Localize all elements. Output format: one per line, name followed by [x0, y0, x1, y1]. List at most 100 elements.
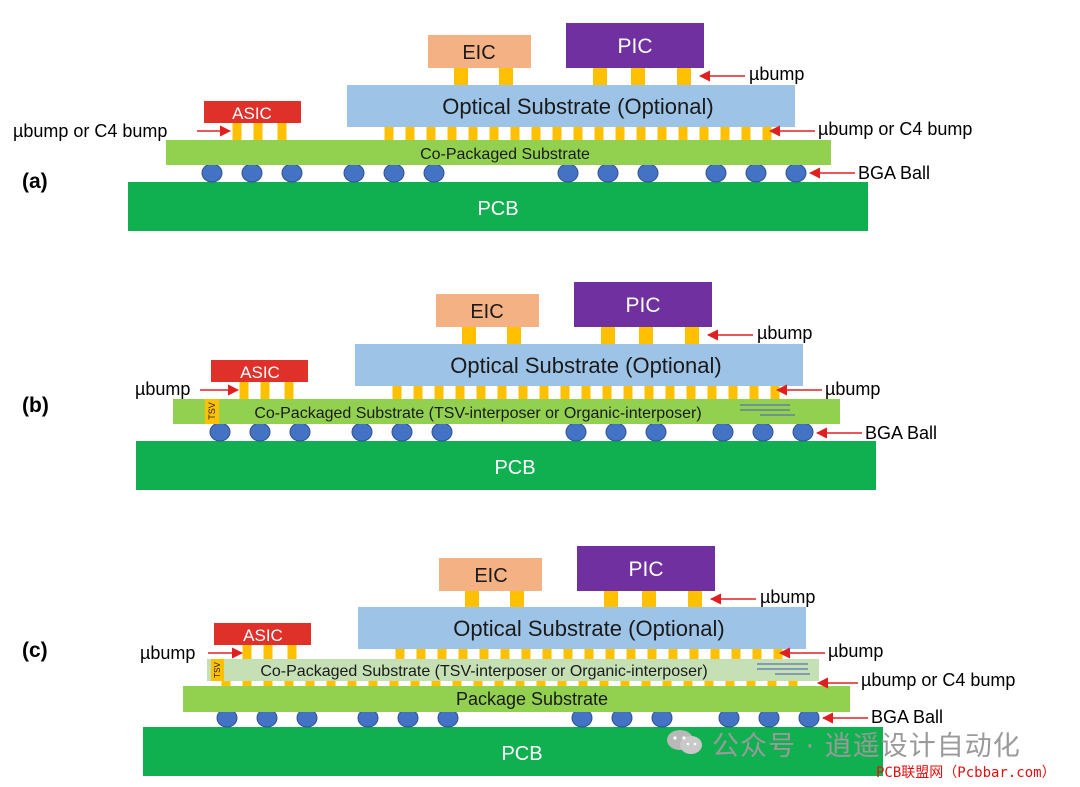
microbump	[253, 123, 263, 140]
bga-ball	[343, 163, 365, 183]
microbump	[615, 127, 625, 140]
package-substrate-label: Package Substrate	[456, 689, 608, 709]
microbump	[458, 649, 468, 659]
microbump	[581, 386, 591, 399]
microbump	[437, 649, 447, 659]
bga-ball	[423, 163, 445, 183]
microbump	[689, 649, 699, 659]
bga-ball	[785, 163, 807, 183]
c4-bump	[725, 681, 735, 686]
bga-ball	[637, 163, 659, 183]
watermark-site: PCB联盟网（Pcbbar.com）	[876, 765, 1056, 781]
microbump	[510, 127, 520, 140]
microbump	[395, 649, 405, 659]
bga-ball	[391, 422, 413, 442]
panel-c: (c) PCB Package Substrate TSV Co-Package…	[22, 546, 1015, 776]
microbump	[239, 382, 249, 399]
microbump	[563, 649, 573, 659]
optical-substrate	[347, 85, 795, 127]
asic-chip	[211, 360, 308, 382]
panel-tag: (b)	[22, 394, 49, 417]
microbump	[584, 649, 594, 659]
eic-label: EIC	[470, 301, 503, 323]
asic-chip	[204, 101, 301, 123]
bumps	[242, 591, 783, 659]
microbump	[642, 591, 656, 607]
bga-ball	[289, 422, 311, 442]
bga-balls	[201, 163, 807, 183]
microbump	[741, 127, 751, 140]
microbump	[454, 68, 468, 85]
panel-tag: (c)	[22, 639, 48, 662]
eic-chip	[436, 294, 539, 327]
asic-label: ASIC	[232, 104, 272, 123]
bga-ball	[383, 163, 405, 183]
eic-label: EIC	[462, 42, 495, 64]
microbump	[685, 327, 699, 344]
microbump	[518, 386, 528, 399]
pic-label: PIC	[617, 35, 652, 58]
c4-bump	[767, 681, 777, 686]
c4-bump	[347, 681, 357, 686]
microbump	[594, 127, 604, 140]
microbump	[260, 382, 270, 399]
microbump	[678, 127, 688, 140]
microbump	[647, 649, 657, 659]
c4-bump	[578, 681, 588, 686]
microbump	[500, 649, 510, 659]
microbump	[539, 386, 549, 399]
c4-bump	[641, 681, 651, 686]
c4-bump	[515, 681, 525, 686]
microbump	[573, 127, 583, 140]
c4-bump	[284, 681, 294, 686]
package-substrate	[183, 686, 850, 712]
microbump	[677, 68, 691, 85]
microbump	[542, 649, 552, 659]
microbump	[707, 386, 717, 399]
microbump	[447, 127, 457, 140]
bga-ball	[241, 163, 263, 183]
pcb-label: PCB	[477, 198, 518, 220]
microbump	[277, 123, 287, 140]
pcb	[128, 182, 868, 231]
microbump	[552, 127, 562, 140]
microbump	[644, 386, 654, 399]
microbump	[602, 386, 612, 399]
bga-ball	[249, 422, 271, 442]
microbump	[639, 327, 653, 344]
microbump	[749, 386, 759, 399]
c4-bumps	[221, 681, 798, 686]
microbump	[416, 649, 426, 659]
asic-bump-callout: µbump or C4 bump	[13, 121, 167, 141]
c4-bump	[599, 681, 609, 686]
microbump	[426, 127, 436, 140]
bga-ball	[605, 422, 627, 442]
microbump	[284, 382, 294, 399]
bga-ball	[209, 422, 231, 442]
c4-bump	[704, 681, 714, 686]
bga-ball	[597, 163, 619, 183]
microbump	[392, 386, 402, 399]
microbump	[531, 127, 541, 140]
c4-bump	[746, 681, 756, 686]
microbump	[770, 386, 780, 399]
pcb	[143, 727, 883, 776]
microbump	[497, 386, 507, 399]
optical-bump-callout: µbump	[828, 641, 883, 661]
bga-ball	[792, 422, 814, 442]
pic-bump-callout: µbump	[757, 323, 812, 343]
bumps	[232, 68, 772, 140]
microbump	[468, 127, 478, 140]
pcb	[136, 441, 876, 490]
co-packaged-interposer	[207, 659, 819, 681]
bumps	[239, 327, 780, 399]
bga-callout: BGA Ball	[871, 707, 943, 727]
optical-substrate-label: Optical Substrate (Optional)	[442, 94, 713, 119]
c4-bump	[389, 681, 399, 686]
c4-bump	[683, 681, 693, 686]
bga-ball	[712, 422, 734, 442]
pic-label: PIC	[625, 294, 660, 317]
optical-substrate-label: Optical Substrate (Optional)	[450, 353, 721, 378]
c4-bump	[221, 681, 231, 686]
